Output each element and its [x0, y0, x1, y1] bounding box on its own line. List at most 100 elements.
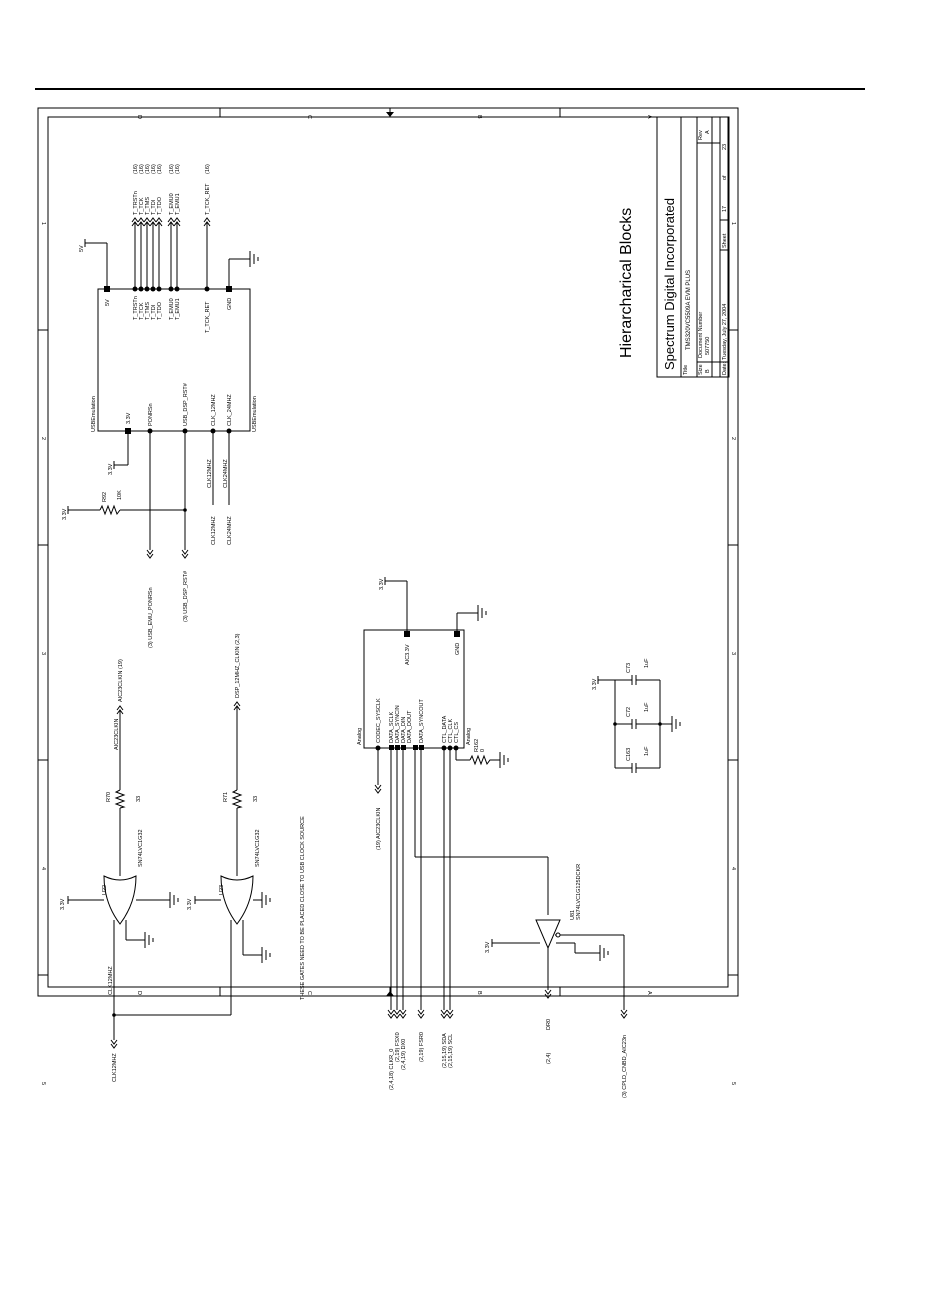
ground-icon [477, 605, 487, 621]
pin-label-data-syncout: DATA_SYNCOUT [419, 699, 425, 743]
pin-aic3v3[interactable] [404, 631, 410, 637]
pin-data-syncout[interactable] [419, 745, 424, 750]
offpage-connector-icon [374, 784, 454, 1019]
of-value: 23 [722, 144, 728, 150]
size-label: Size [698, 364, 704, 375]
r70-value: 33 [136, 796, 142, 802]
usb-emulation-block[interactable] [97, 288, 251, 432]
offpage-ref-0: (16) [133, 164, 139, 174]
or-gate-u23-icon [220, 875, 254, 925]
net-5v-label: 5V [79, 245, 85, 252]
zone-letter-bot-a: A [646, 991, 652, 995]
offpage-fsx0: (2,19) FSX0 [395, 1032, 401, 1062]
offpage-connector-icon [110, 701, 241, 1049]
pin-label-data-sclk: DATA_SCLK [389, 711, 395, 743]
gate-u22-ref: U22 [102, 885, 108, 895]
net-clk24mhz-usb-lower: CLK24MHZ [227, 516, 233, 545]
pin-data-sclk[interactable] [389, 745, 394, 750]
gate-u23-part: SN74LVC1G32 [255, 829, 261, 867]
ground-icon [144, 932, 154, 948]
r71-value: 33 [253, 796, 259, 802]
cap-c72-ref: C72 [626, 707, 632, 717]
zone-number-1-left: 1 [40, 222, 46, 225]
pin-label-t-trstn: T_TRSTn [133, 296, 139, 320]
r71-ref: R71 [223, 792, 229, 802]
offpage-clkr0: (2,4,18) CLKR_0 [389, 1049, 395, 1090]
rev-value: A [705, 130, 711, 134]
offpage-ref-2: (16) [145, 164, 151, 174]
pin-data-din[interactable] [401, 745, 406, 750]
offpage-ref-3: (16) [151, 164, 157, 174]
offpage-t-tdi: T_TDI [151, 199, 157, 215]
buffer-wiring [491, 934, 625, 1010]
codec-wiring [377, 577, 549, 1010]
offpage-fsr0: (2,19) FSR0 [419, 1032, 425, 1062]
offpage-dr0: DR0 [546, 1019, 552, 1030]
pin-label-t-tck-ret: T_TCK_RET [205, 301, 211, 333]
junction-dot [658, 722, 662, 726]
caps-net: 3.3V [592, 678, 598, 690]
or-gate-u22-icon [103, 875, 137, 925]
cap-c72-value: 1uF [644, 702, 650, 712]
gate-u22-part: SN74LVC1G32 [138, 829, 144, 867]
pin-label-5v: 5V [105, 299, 111, 306]
pin-label-3v3-usb: 3.3V [126, 412, 132, 424]
zone-number-5-right: 5 [730, 1082, 736, 1085]
buffer-enable-bubble-icon [555, 932, 561, 938]
pin-gnd-codec[interactable] [454, 631, 460, 637]
junction-dot [183, 508, 187, 512]
title-label: Title [683, 365, 689, 375]
sheet-label: Sheet [722, 233, 728, 248]
pin-label-t-emu1: T_EMU1 [175, 298, 181, 320]
offpage-sda: (2,15,19) SDA [442, 1033, 448, 1068]
ground-icon [261, 947, 271, 963]
sheet-heading: Hierarcharical Blocks [618, 208, 635, 358]
pin-label-gnd-codec: GND [455, 643, 461, 655]
cap-c163-ref: C163 [626, 748, 632, 761]
offpage-t-tdo: T_TDO [157, 196, 163, 215]
pin-label-t-tck: T_TCK [139, 302, 145, 320]
offpage-usb-dsp-rst: (3) USB_DSP_RST# [183, 570, 189, 622]
zone-number-1-right: 1 [730, 222, 736, 225]
pin-label-data-din: DATA_DIN [401, 717, 407, 743]
offpage-t-trstn: T_TRSTn [133, 191, 139, 215]
pin-data-syncin[interactable] [395, 745, 400, 750]
r92-value: 10K [117, 490, 123, 500]
zone-number-4-left: 4 [40, 867, 46, 870]
buffer-u81-icon [535, 919, 561, 950]
offpage-t-emu1: T_EMU1 [175, 193, 181, 215]
gate-wiring [67, 706, 262, 1040]
date-value: Tuesday, July 27, 2004 [722, 304, 728, 360]
zone-letter-top-b: B [476, 115, 482, 119]
offpage-t-tck-ret: T_TCK_RET [205, 183, 211, 215]
center-mark-top [386, 112, 394, 117]
offpage-scl: (2,15,19) SCL [448, 1034, 454, 1068]
pin-label-ctl-cs: CTL_CS [454, 722, 460, 743]
pin-label-data-syncin: DATA_SYNCIN [395, 705, 401, 743]
zone-number-5-left: 5 [40, 1082, 46, 1085]
sheet-value: 17 [722, 206, 728, 212]
offpage-dx0: (2,4,19) DX0 [401, 1039, 407, 1070]
zone-letter-top-a: A [646, 115, 652, 119]
zone-number-4-right: 4 [730, 867, 736, 870]
r70-ref: R70 [106, 792, 112, 802]
zone-number-2-right: 2 [730, 437, 736, 440]
net-3v3-codec: 3.3V [379, 578, 385, 590]
zone-number-2-left: 2 [40, 437, 46, 440]
offpage-ref-6: (16) [175, 164, 181, 174]
gate-u22-net: 3.3V [60, 898, 66, 910]
doc-label: Document Number [698, 312, 704, 358]
r162-value: 0 [480, 749, 486, 752]
gates-placement-note: THESE GATES NEED TO BE PLACED CLOSE TO U… [300, 816, 306, 1000]
zone-letter-top-d: D [136, 115, 142, 119]
net-clk12mhz-gates: CLK12MHZ [108, 966, 114, 995]
pin-label-codec-sysclk: CODEC_SYSCLK [376, 698, 382, 743]
pin-label-data-dout: DATA_DOUT [407, 710, 413, 743]
ground-icon [249, 251, 259, 267]
junction-dot [112, 1013, 116, 1017]
offpage-aic23clkin-ref: AIC23CLKIN (19) [118, 659, 124, 702]
pin-label-t-tdo: T_TDO [157, 301, 163, 320]
offpage-aic23clkin: (19) AIC23CLKIN [376, 807, 382, 850]
pin-data-dout[interactable] [413, 745, 418, 750]
